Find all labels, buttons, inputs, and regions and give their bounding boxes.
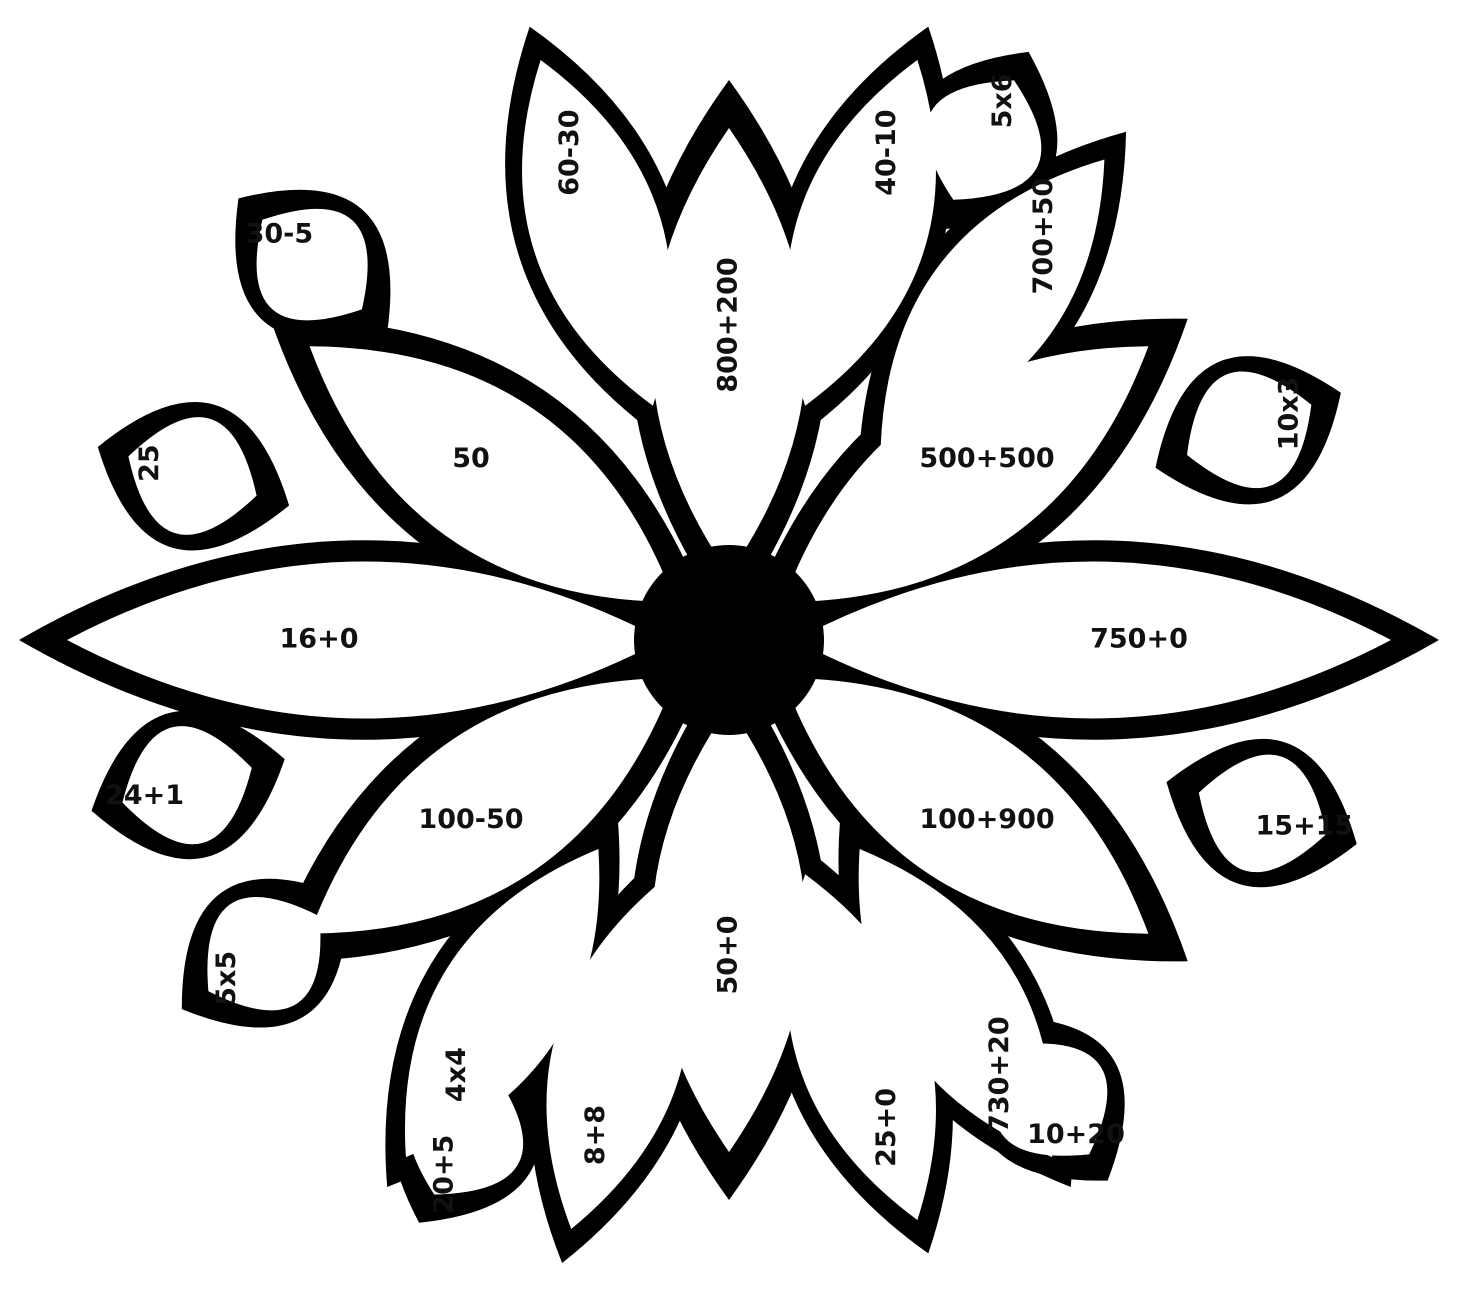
middle-ring-petal-label: 730+20: [984, 1016, 1015, 1133]
inner-ring-petal-label: 100+900: [919, 804, 1054, 835]
outer-ring-petal-label: 30-5: [246, 219, 314, 250]
inner-ring-petal-label: 800+200: [713, 257, 744, 392]
middle-ring-petal-label: 4x4: [441, 1047, 472, 1102]
inner-ring-petal-label: 750+0: [1090, 624, 1188, 655]
outer-ring-petal-label: 10x3: [1273, 377, 1304, 451]
middle-ring-petal-label: 700+50: [1028, 178, 1059, 295]
inner-ring-petal-label: 16+0: [280, 624, 359, 655]
outer-ring-petal-label: 20+5: [429, 1135, 460, 1214]
outer-ring-petal-label: 5x6: [987, 73, 1018, 128]
inner-ring-petal-label: 50+0: [713, 916, 744, 995]
outer-ring-petal-label: 10+20: [1027, 1119, 1125, 1150]
middle-ring-petal-window: [522, 60, 671, 406]
inner-ring-petal-label: 50: [452, 443, 490, 474]
outer-ring-petal-label: 25: [134, 444, 165, 482]
middle-ring-petal-label: 60-30: [554, 109, 585, 195]
flower-center: [634, 545, 824, 735]
outer-ring-petal-label: 24+1: [105, 780, 184, 811]
middle-ring-petal-label: 40-10: [871, 109, 902, 195]
outer-ring-petal-label: 15+15: [1256, 811, 1354, 842]
middle-ring-petal-label: 25+0: [871, 1088, 902, 1167]
inner-ring-petal-label: 100-50: [418, 804, 523, 835]
middle-ring-petal-label: 8+8: [580, 1105, 611, 1165]
outer-ring-petal-window: [926, 80, 1041, 199]
inner-ring-petal-label: 500+500: [919, 443, 1054, 474]
outer-ring-petal-label: 5x5: [211, 951, 242, 1006]
